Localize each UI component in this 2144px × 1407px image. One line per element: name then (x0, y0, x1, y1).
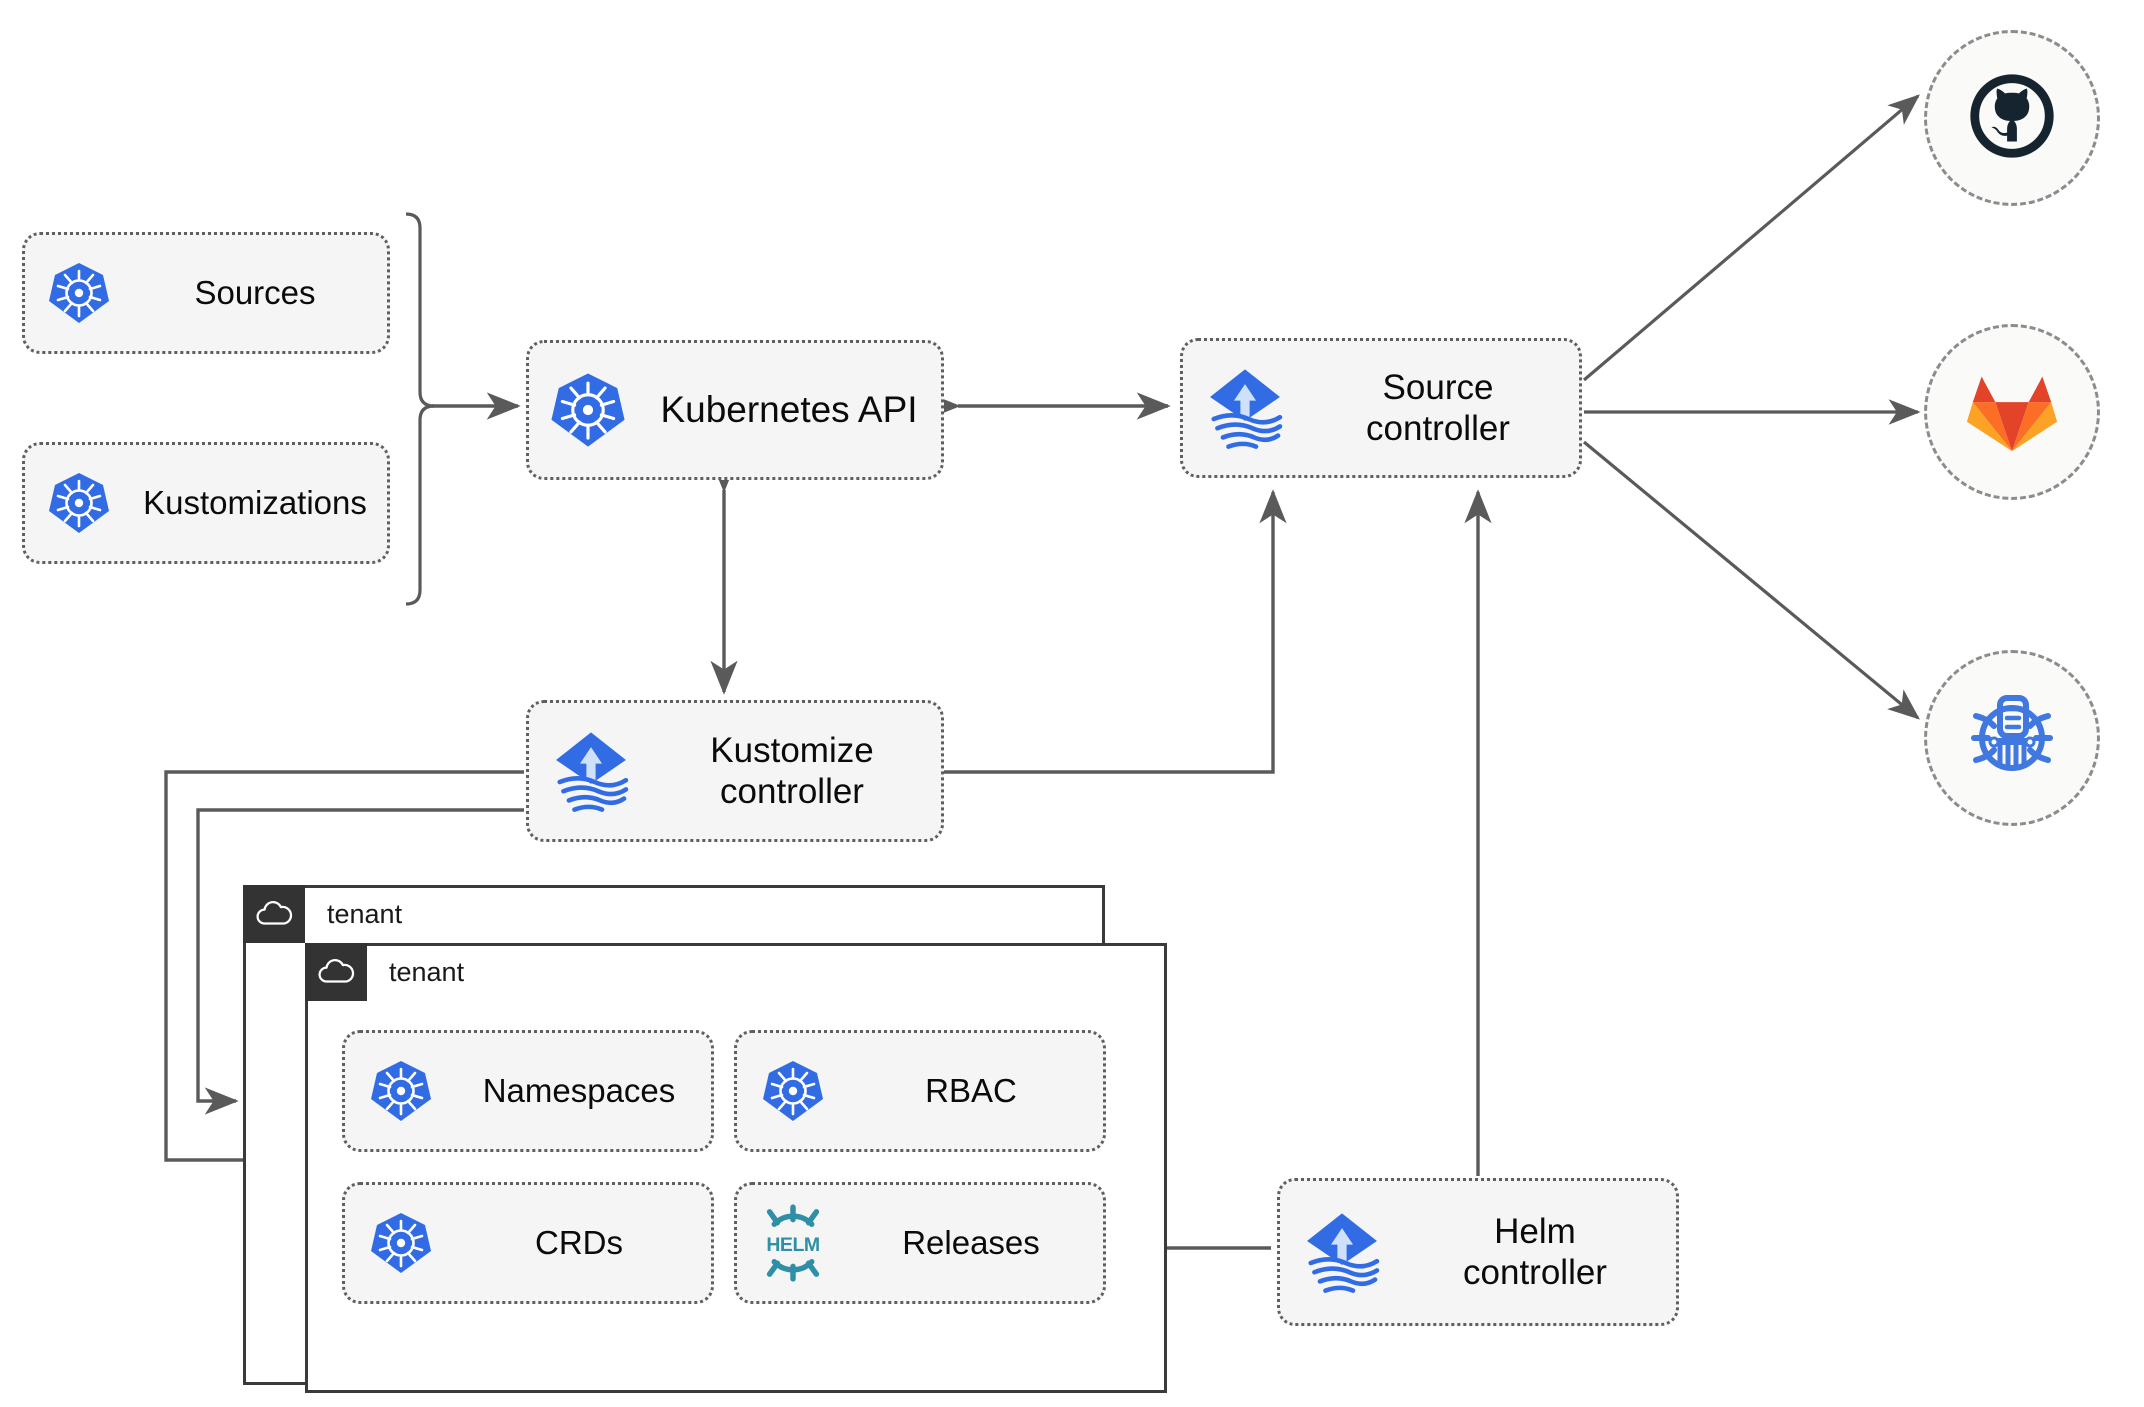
kubernetes-icon (529, 371, 647, 449)
tenant-header: tenant (305, 943, 464, 1001)
kustomize-controller-label: Kustomize controller (710, 730, 874, 811)
wire-kustomizectl-sourcectl (944, 489, 1287, 774)
kubernetes-icon (345, 1211, 457, 1275)
flux-icon (1280, 1206, 1404, 1298)
wire-sourcectl-helmrepo (1582, 440, 1920, 720)
node-crds[interactable]: CRDs (342, 1182, 714, 1304)
node-releases[interactable]: HELM Releases (734, 1182, 1106, 1304)
flux-icon (1183, 362, 1307, 454)
tenant-label: tenant (327, 899, 403, 929)
gitlab-icon (1963, 361, 2061, 464)
node-source-controller[interactable]: Source controller (1180, 338, 1582, 478)
source-controller-label: Source controller (1366, 367, 1510, 448)
wire-sourcectl-github (1582, 94, 1920, 382)
node-github[interactable] (1924, 30, 2100, 206)
kubernetes-icon (737, 1059, 849, 1123)
kubernetes-icon (25, 471, 133, 535)
custom-resources-brace (405, 212, 521, 606)
cloud-icon (243, 885, 305, 943)
node-gitlab[interactable] (1924, 324, 2100, 500)
kubernetes-api-label: Kubernetes API (660, 389, 918, 431)
sources-label: Sources (194, 273, 316, 311)
releases-label: Releases (902, 1223, 1040, 1261)
kubernetes-icon (345, 1059, 457, 1123)
helm-icon: HELM (737, 1204, 849, 1282)
tenant-header: tenant (243, 885, 402, 943)
cloud-icon (305, 943, 367, 1001)
kubernetes-icon (25, 261, 133, 325)
flux-icon (529, 725, 653, 817)
node-kubernetes-api[interactable]: Kubernetes API (526, 340, 944, 480)
tenant-label: tenant (389, 957, 465, 987)
github-icon (1963, 67, 2061, 170)
node-kustomizations[interactable]: Kustomizations (22, 442, 390, 564)
node-kustomize-controller[interactable]: Kustomize controller (526, 700, 944, 842)
node-rbac[interactable]: RBAC (734, 1030, 1106, 1152)
node-helm-controller[interactable]: Helm controller (1277, 1178, 1679, 1326)
namespaces-label: Namespaces (482, 1071, 676, 1109)
crds-label: CRDs (535, 1223, 623, 1261)
kustomizations-label: Kustomizations (143, 483, 367, 521)
helm-chart-repository-icon (1962, 686, 2062, 791)
tenant-frame-2[interactable]: tenant (305, 943, 1167, 1393)
svg-text:HELM: HELM (766, 1234, 819, 1256)
node-helm-repository[interactable] (1924, 650, 2100, 826)
node-namespaces[interactable]: Namespaces (342, 1030, 714, 1152)
helm-controller-label: Helm controller (1463, 1211, 1607, 1292)
rbac-label: RBAC (925, 1071, 1017, 1109)
node-sources[interactable]: Sources (22, 232, 390, 354)
